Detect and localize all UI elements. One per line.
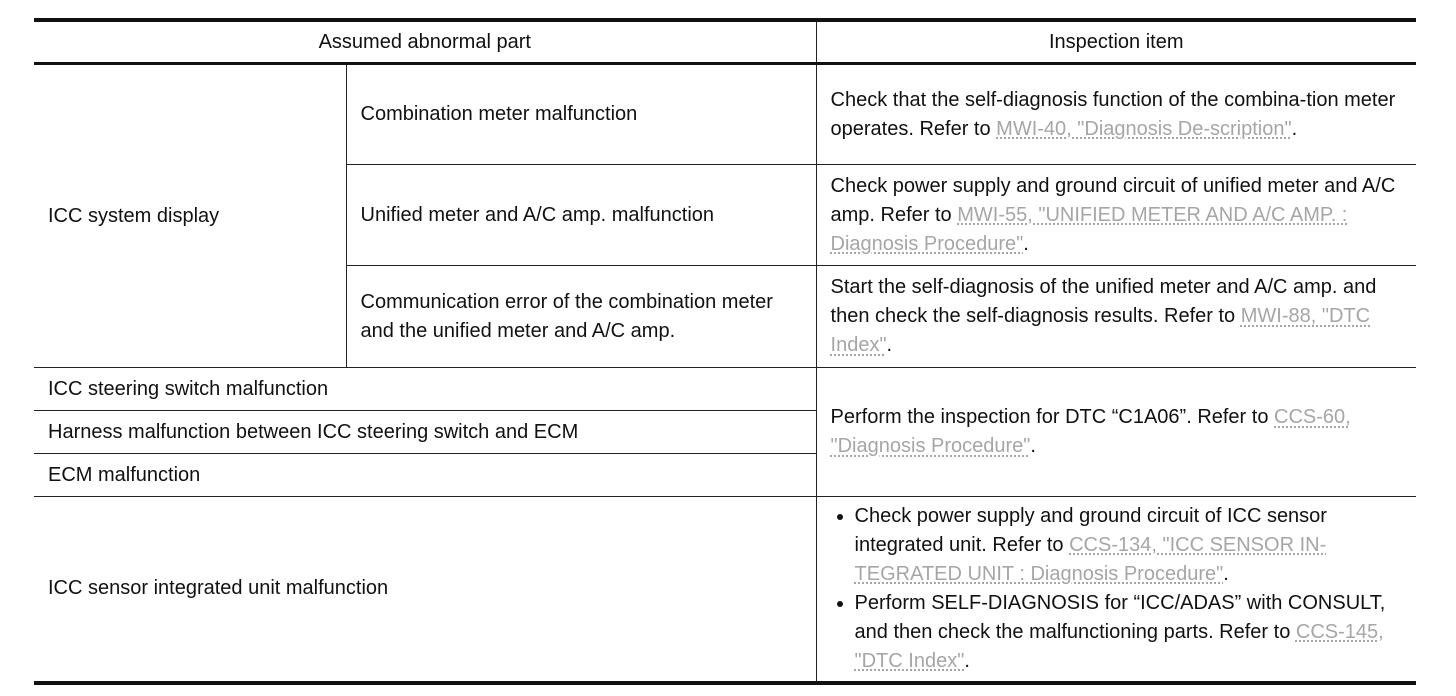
inspection-cell: Check power supply and ground circuit of… [815, 496, 1417, 685]
table-row: ICC system display Combination meter mal… [34, 63, 1417, 368]
part-cell: Harness malfunction between ICC steering… [34, 410, 817, 454]
inspection-bullet-list: Check power supply and ground circuit of… [831, 502, 1403, 676]
inspection-text: Perform the inspection for DTC “C1A06”. … [830, 406, 1275, 428]
reference-link[interactable]: MWI-55, "UNIFIED METER AND A/C AMP. : Di… [830, 203, 1348, 255]
reference-link[interactable]: MWI-40, "Diagnosis De-scription" [996, 117, 1292, 140]
inspection-cell: Check power supply and ground circuit of… [815, 164, 1417, 266]
reference-link[interactable]: MWI-88, "DTC Index" [830, 305, 1371, 356]
part-cell: Communication error of the combination m… [345, 265, 817, 368]
inspection-cell: Check that the self-diagnosis function o… [815, 63, 1417, 165]
part-cell: ECM malfunction [34, 453, 817, 497]
inspection-text: Check power supply and ground circuit of… [854, 504, 1327, 556]
inspection-text: Check power supply and ground circuit of… [830, 174, 1396, 226]
inspection-text-end: . [1291, 117, 1298, 140]
table-row: Unified meter and A/C amp. malfunction C… [34, 164, 1417, 266]
inspection-text-end: . [1030, 435, 1036, 457]
table-row: Harness malfunction between ICC steering… [34, 410, 1416, 454]
part-cell: ICC steering switch malfunction [34, 367, 817, 411]
table-row: ICC steering switch malfunction Perform … [34, 367, 1417, 497]
inspection-table: Assumed abnormal part Inspection item IC… [34, 18, 1417, 685]
table-header-row: Assumed abnormal part Inspection item [34, 18, 1417, 65]
inspection-text: Perform SELF-DIAGNOSIS for “ICC/ADAS” wi… [854, 591, 1386, 643]
reference-link[interactable]: CCS-60, "Diagnosis Procedure" [830, 406, 1351, 457]
reference-link[interactable]: CCS-134, "ICC SENSOR IN-TEGRATED UNIT : … [854, 533, 1327, 585]
table-row: ICC sensor integrated unit malfunction C… [34, 496, 1417, 685]
inspection-text-end: . [964, 649, 970, 672]
inspection-text: Check that the self-diagnosis function o… [830, 88, 1396, 140]
part-cell: Combination meter malfunction [345, 63, 817, 165]
inspection-text-end: . [886, 334, 893, 356]
inspection-text-end: . [1223, 562, 1229, 585]
table-row: ECM malfunction [34, 453, 1416, 497]
reference-link[interactable]: CCS-145, "DTC Index" [854, 620, 1384, 672]
table-row: Communication error of the combination m… [34, 265, 1417, 368]
part-cell: Unified meter and A/C amp. malfunction [345, 164, 817, 266]
inspection-text: Start the self-diagnosis of the unified … [830, 276, 1377, 327]
list-item: Check power supply and ground circuit of… [855, 502, 1403, 589]
inspection-table-container: Assumed abnormal part Inspection item IC… [34, 18, 1417, 685]
header-inspection-item: Inspection item [815, 18, 1417, 65]
icc-system-display-cell: ICC system display [34, 63, 347, 368]
list-item: Perform SELF-DIAGNOSIS for “ICC/ADAS” wi… [855, 589, 1403, 676]
part-cell: ICC sensor integrated unit malfunction [34, 496, 817, 685]
inspection-cell: Start the self-diagnosis of the unified … [815, 265, 1417, 368]
inspection-text-end: . [1023, 232, 1029, 255]
header-assumed-abnormal-part: Assumed abnormal part [34, 18, 817, 65]
inspection-cell: Perform the inspection for DTC “C1A06”. … [815, 367, 1417, 497]
